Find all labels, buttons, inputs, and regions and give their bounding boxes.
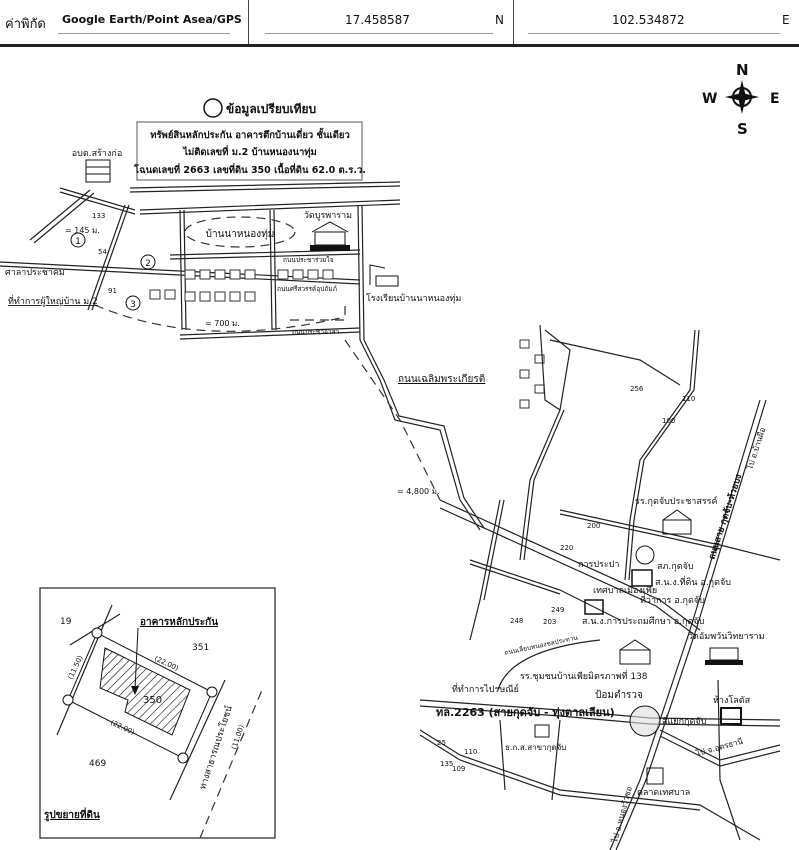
longitude-value: 102.534872	[612, 13, 685, 27]
svg-text:2: 2	[145, 259, 151, 269]
label-post-office: ที่ทำการไปรษณีย์	[452, 682, 519, 695]
house-number: 133	[92, 212, 105, 220]
label-dist-4800: = 4,800 ม.	[397, 487, 440, 496]
label-intersection: สี่แยกกุดจับ	[662, 714, 707, 727]
label-land-office: ส.น.ง.ที่ดิน อ.กุดจับ	[655, 575, 731, 588]
label-school-138: รร.ชุมชนบ้านเพียมิตรภาพที่ 138	[520, 669, 648, 682]
label-to-banphue: ไป อ.บ้านผือ	[745, 426, 767, 471]
house-number: 256	[630, 385, 644, 393]
school-icon	[369, 264, 399, 287]
legend-title: ข้อมูลเปรียบเทียบ	[226, 102, 316, 117]
label-district-office: ที่ว่าการ อ.กุดจับ	[640, 593, 705, 606]
label-road-kudjab-huaybong: ถนนสาย กุดจับ-ห้วยบง	[706, 473, 744, 561]
latitude-dir: N	[495, 13, 504, 27]
parcel-351: 351	[192, 643, 209, 653]
house-number: 100	[662, 417, 675, 425]
compass-n: N	[736, 61, 749, 79]
house-number: 54	[98, 248, 107, 256]
legend-circle-icon	[203, 98, 223, 118]
label-temple-burapharam: วัดบูรพาราม	[304, 211, 352, 221]
svg-text:3: 3	[130, 300, 136, 310]
marker-2: 2	[140, 254, 156, 270]
inset-title: รูปขยายที่ดิน	[44, 807, 100, 822]
office-icon	[631, 569, 653, 587]
label-road: ถนนประชาอาสา	[292, 328, 340, 336]
label-school-kudjab: รร.กุดจับประชาสรรค์	[635, 495, 718, 507]
legend-line: ไม่ติดเลขที่ ม.2 บ้านหนองนาทุ่ม	[182, 144, 317, 158]
label-road: ถนนศรีสวรรค์อุปถัมภ์	[277, 285, 337, 293]
legend-line: ทรัพย์สินหลักประกัน อาคารตึกบ้านเดี่ยว ช…	[150, 127, 350, 141]
label-road: ถนนประชาร่วมใจ	[283, 256, 334, 264]
marker-1: 1	[70, 232, 86, 248]
legend-box	[136, 121, 363, 181]
label-school-nonghtum: โรงเรียนบ้านนาหนองทุ่ม	[366, 293, 461, 304]
building-icon	[85, 159, 111, 183]
coord-source: Google Earth/Point Asea/GPS	[62, 13, 242, 26]
house-number: 249	[551, 606, 564, 614]
label-temple-amphawan: วัดอัมพวันวิทยาราม	[688, 631, 765, 642]
house-number: 135	[440, 760, 453, 768]
house-number: 110	[682, 395, 695, 403]
intersection-circle	[629, 705, 661, 737]
parcel-19: 19	[60, 617, 72, 627]
longitude-dir: E	[782, 13, 790, 27]
legend-line: โฉนดเลขที่ 2663 เลขที่ดิน 350 เนื้อที่ดิ…	[133, 162, 366, 176]
lotus-icon	[720, 707, 742, 725]
school-icon	[619, 639, 651, 665]
house-number: 220	[560, 544, 573, 552]
label-baac: ธ.ก.ส.สาขากุดจับ	[505, 743, 566, 752]
label-building: อาคารหลักประกัน	[140, 616, 218, 628]
house-number: 109	[452, 765, 465, 773]
house-number: 203	[543, 618, 556, 626]
marker-3: 3	[125, 295, 141, 311]
label-headman: ที่ทำการผู้ใหญ่บ้าน ม.2	[8, 294, 98, 307]
label-dist-700: = 700 ม.	[205, 319, 240, 328]
coordinate-header: ค่าพิกัด Google Earth/Point Asea/GPS 17.…	[0, 0, 799, 47]
label-lotus: ห้างโลตัส	[713, 695, 751, 706]
village-ellipse	[184, 216, 296, 248]
label-police-box: ป้อมตำรวจ	[595, 689, 643, 701]
label-edu-office: ส.น.ง.การประถมศึกษา อ.กุดจับ	[582, 616, 705, 627]
police-seal-icon	[635, 545, 655, 565]
compass-s: S	[737, 120, 748, 138]
parcel-inset	[39, 587, 276, 839]
label-police-station: สภ.กุดจับ	[657, 562, 694, 572]
svg-text:1: 1	[75, 237, 81, 247]
houses	[149, 269, 545, 409]
coord-label: ค่าพิกัด	[5, 17, 46, 32]
compass-icon: N S W E	[702, 61, 780, 138]
label-waterworks: การประปา	[578, 560, 619, 570]
label-market: ตลาดเทศบาล	[637, 788, 690, 798]
house-number: 91	[108, 287, 117, 295]
label-municipality: เทศบาลเมืองเพีย	[593, 585, 657, 596]
town-roads	[419, 324, 781, 850]
label-village: บ้านนาหนองทุ่ม	[206, 228, 275, 240]
label-highway-2263: ทล.2263 (สายกุดจับ - ทุ่งตาลเลียน)	[436, 706, 615, 720]
market-icon	[646, 767, 664, 785]
temple-icon	[310, 221, 350, 251]
label-dist-145: = 145 ม.	[65, 226, 100, 235]
compass-e: E	[770, 91, 780, 107]
house-number: 200	[587, 522, 600, 530]
label-obt: อบต.สร้างก่อ	[72, 148, 122, 159]
label-road-chaloem: ถนนเฉลิมพระเกียรติ	[398, 373, 485, 385]
label-sala: ศาลาประชาคม	[5, 268, 65, 278]
parcel-350: 350	[143, 695, 162, 706]
compass-w: W	[702, 91, 717, 107]
house-number: 25	[437, 739, 446, 747]
bank-icon	[534, 724, 550, 738]
office-icon	[584, 599, 604, 615]
parcel-469: 469	[89, 759, 106, 769]
latitude-value: 17.458587	[345, 13, 410, 27]
house-number: 248	[510, 617, 523, 625]
house-number: 110	[464, 748, 477, 756]
temple-icon	[705, 647, 743, 665]
village-roads	[0, 181, 485, 531]
school-icon	[662, 509, 692, 535]
